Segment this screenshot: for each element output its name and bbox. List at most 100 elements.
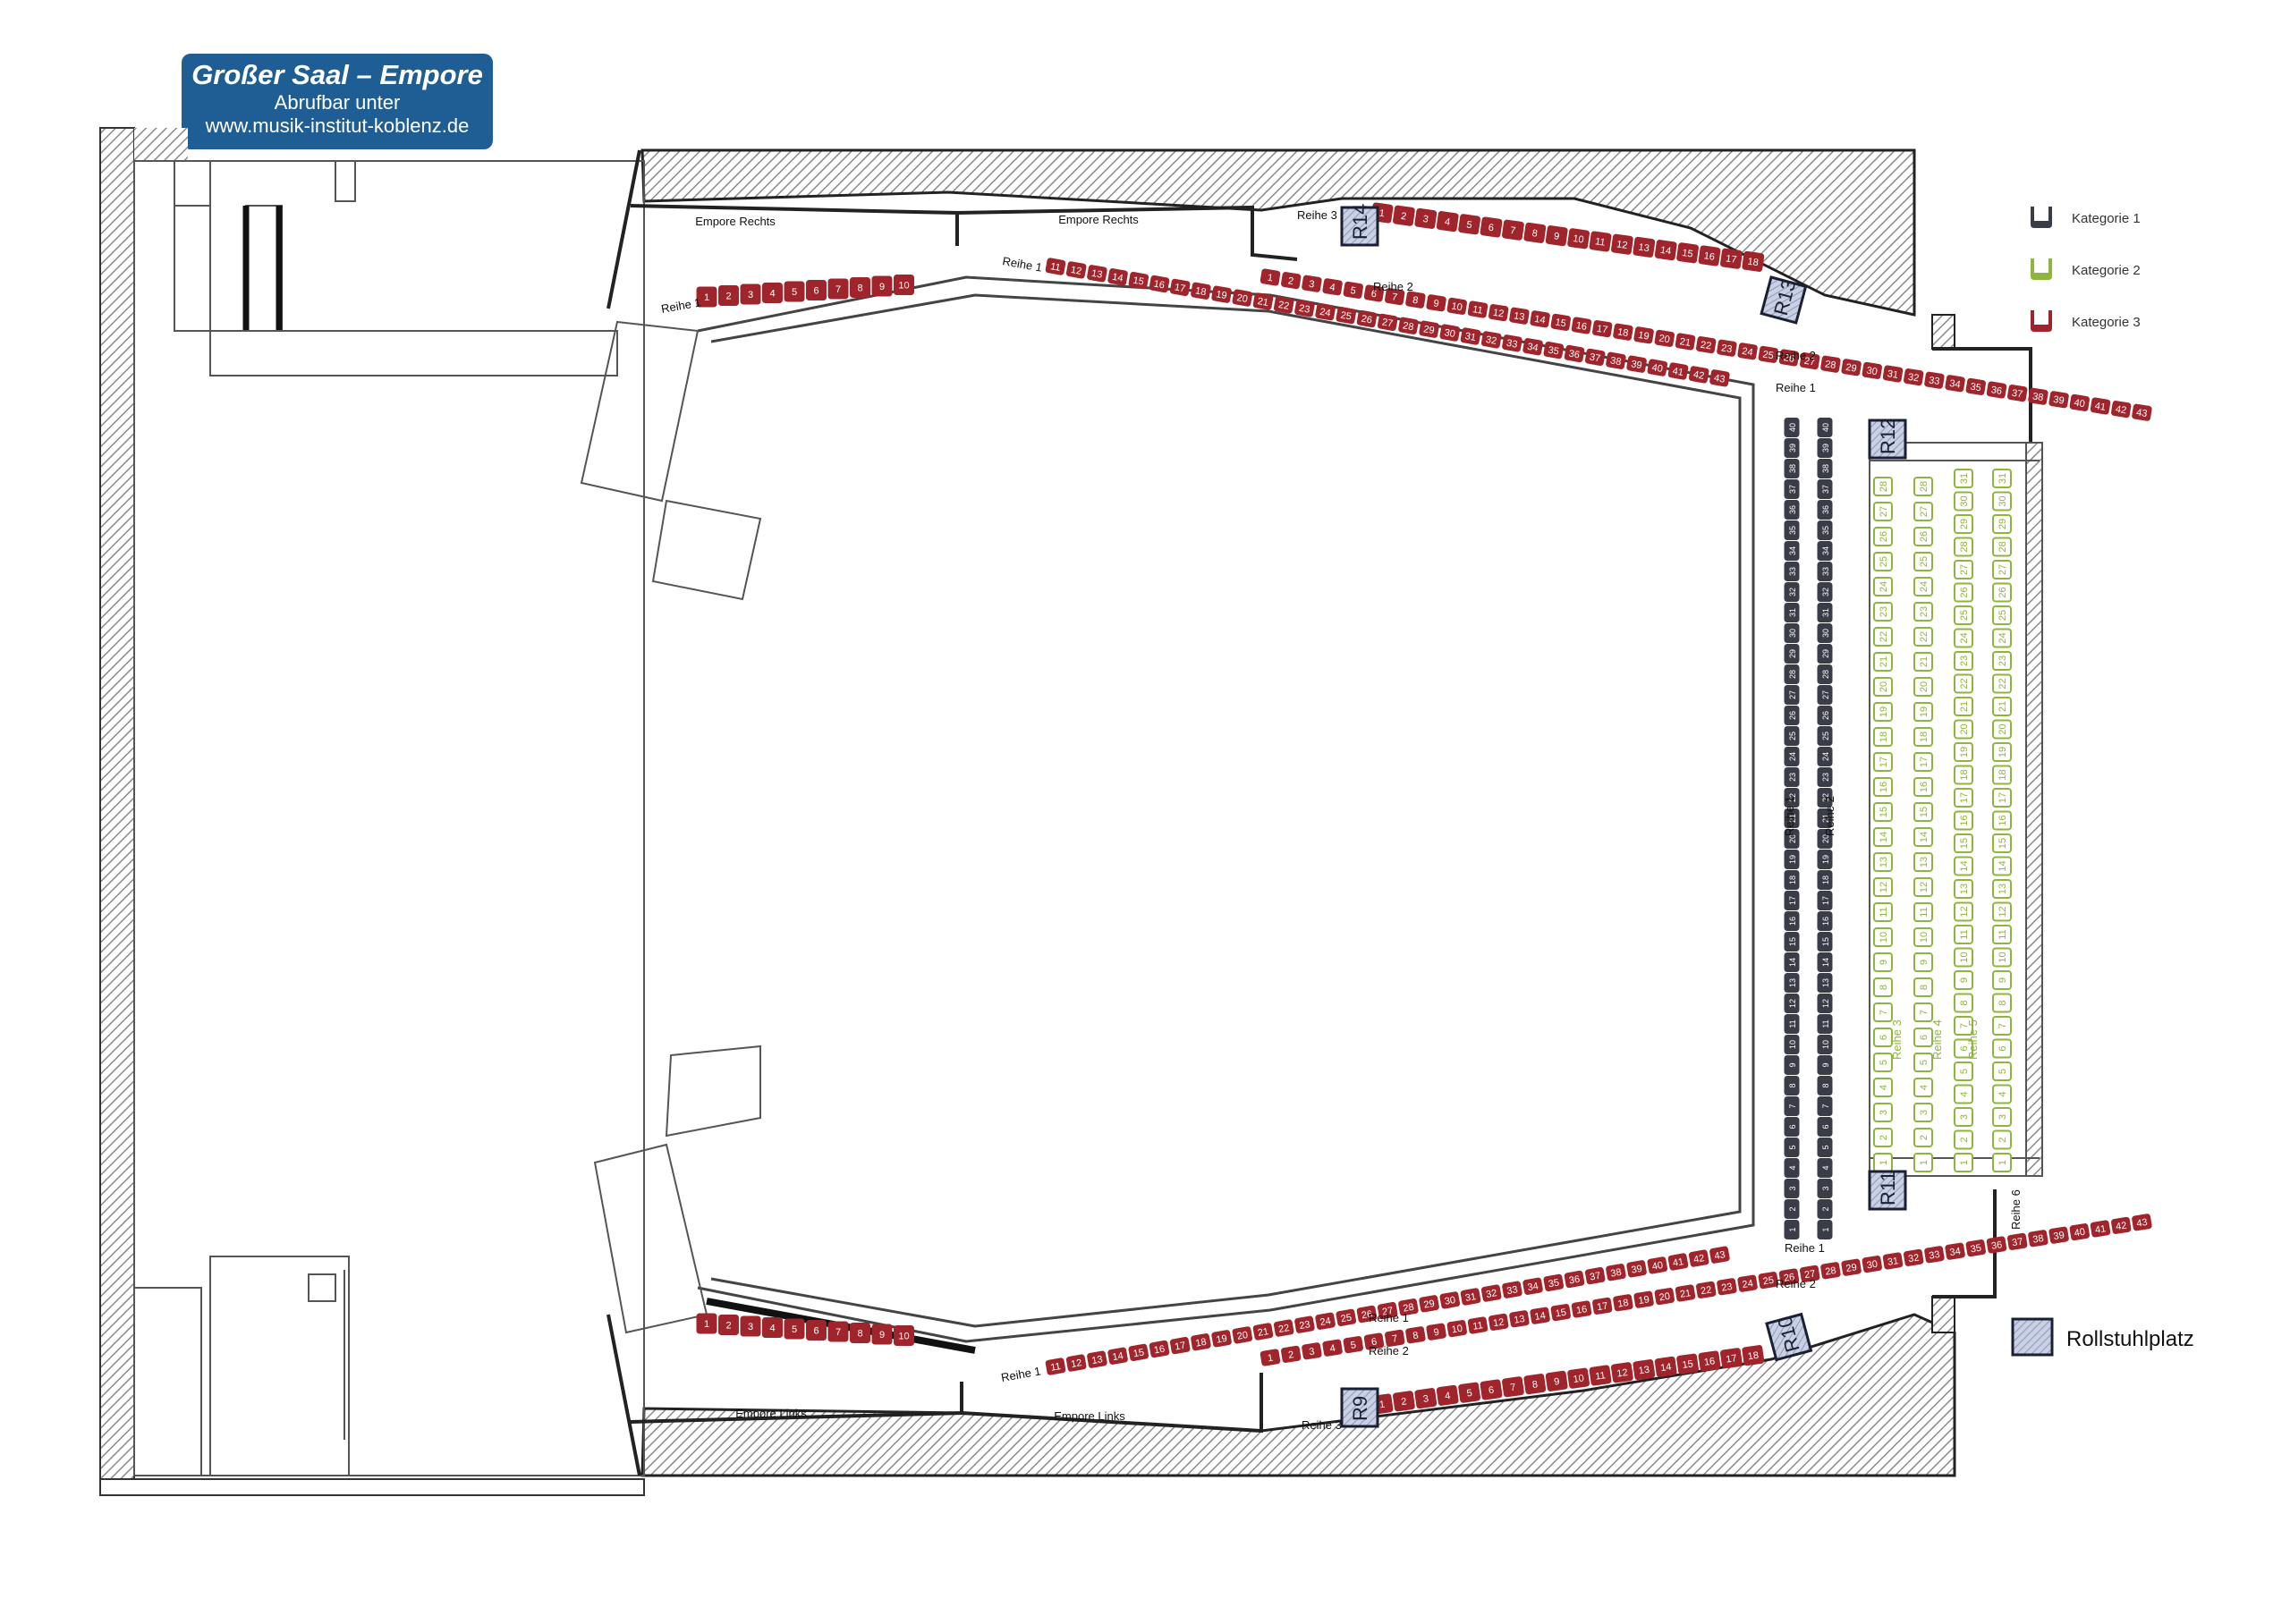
seat[interactable]: 27 <box>1377 1301 1398 1320</box>
seat[interactable]: 32 <box>1480 1284 1502 1302</box>
wheelchair-place-r9[interactable]: R9 <box>1340 1387 1379 1428</box>
seat[interactable]: 30 <box>1862 1256 1882 1273</box>
seat[interactable]: 30 <box>1862 361 1882 379</box>
seat[interactable]: 19 <box>1992 742 2012 762</box>
seat[interactable]: 9 <box>1817 1055 1833 1075</box>
wheelchair-place-r12[interactable]: R12 <box>1868 419 1907 460</box>
seat[interactable]: 23 <box>1913 602 1933 622</box>
seat[interactable]: 6 <box>1913 1028 1933 1047</box>
seat[interactable]: 15 <box>1550 313 1571 331</box>
seat[interactable]: 26 <box>1784 706 1800 725</box>
seat[interactable]: 4 <box>1817 1158 1833 1178</box>
seat[interactable]: 23 <box>1873 602 1893 622</box>
seat[interactable]: 17 <box>1720 1348 1743 1369</box>
seat[interactable]: 32 <box>1784 582 1800 602</box>
seat[interactable]: 43 <box>2132 1214 2152 1231</box>
seat[interactable]: 26 <box>1817 706 1833 725</box>
seat[interactable]: 9 <box>871 1324 893 1345</box>
seat[interactable]: 19 <box>1211 285 1232 303</box>
seat[interactable]: 25 <box>1336 1308 1357 1327</box>
seat[interactable]: 10 <box>1873 927 1893 947</box>
seat[interactable]: 16 <box>1698 1350 1721 1372</box>
seat[interactable]: 27 <box>1913 502 1933 521</box>
seat[interactable]: 18 <box>1613 1294 1633 1312</box>
seat[interactable]: 23 <box>1784 767 1800 787</box>
seat[interactable]: 17 <box>1169 278 1191 297</box>
seat[interactable]: 25 <box>1873 552 1893 571</box>
seat[interactable]: 27 <box>1377 313 1398 332</box>
seat[interactable]: 32 <box>1817 582 1833 602</box>
seat[interactable]: 31 <box>1882 1252 1904 1270</box>
seat[interactable]: 36 <box>1817 500 1833 520</box>
seat[interactable]: 18 <box>1992 765 2012 785</box>
seat[interactable]: 12 <box>1065 1354 1087 1372</box>
seat[interactable]: 43 <box>2132 403 2152 421</box>
seat[interactable]: 12 <box>1488 1313 1509 1331</box>
seat[interactable]: 22 <box>1954 673 1973 694</box>
seat[interactable]: 15 <box>1550 1304 1571 1322</box>
seat[interactable]: 24 <box>1817 747 1833 766</box>
seat[interactable]: 13 <box>1817 973 1833 993</box>
seat[interactable]: 7 <box>1954 1016 1973 1036</box>
seat[interactable]: 1 <box>1260 1349 1281 1366</box>
seat[interactable]: 10 <box>1954 947 1973 968</box>
seat[interactable]: 1 <box>1873 1153 1893 1172</box>
seat[interactable]: 2 <box>1954 1129 1973 1150</box>
seat[interactable]: 31 <box>1817 603 1833 622</box>
seat[interactable]: 1 <box>1784 1220 1800 1239</box>
seat[interactable]: 34 <box>1945 1242 1965 1260</box>
seat[interactable]: 11 <box>1045 258 1066 275</box>
seat[interactable]: 41 <box>2090 1220 2111 1238</box>
seat[interactable]: 7 <box>1502 1376 1524 1398</box>
seat[interactable]: 32 <box>1904 1248 1924 1266</box>
seat[interactable]: 24 <box>1737 1274 1758 1292</box>
seat[interactable]: 6 <box>1873 1028 1893 1047</box>
seat[interactable]: 12 <box>1488 304 1509 322</box>
seat[interactable]: 12 <box>1873 877 1893 897</box>
seat[interactable]: 24 <box>1873 577 1893 596</box>
seat[interactable]: 14 <box>1873 827 1893 847</box>
seat[interactable]: 35 <box>1965 377 1986 395</box>
seat[interactable]: 17 <box>1169 1336 1191 1355</box>
seat[interactable]: 13 <box>1992 879 2012 899</box>
seat[interactable]: 12 <box>1913 877 1933 897</box>
seat[interactable]: 25 <box>1758 345 1778 363</box>
seat[interactable]: 14 <box>1107 268 1128 286</box>
seat[interactable]: 26 <box>1873 527 1893 546</box>
seat[interactable]: 11 <box>1467 300 1488 318</box>
seat[interactable]: 9 <box>871 275 893 297</box>
seat[interactable]: 8 <box>1523 1374 1547 1395</box>
seat[interactable]: 12 <box>1784 994 1800 1013</box>
seat[interactable]: 25 <box>1758 1272 1778 1290</box>
seat[interactable]: 9 <box>1784 1055 1800 1075</box>
seat[interactable]: 2 <box>1992 1129 2012 1150</box>
seat[interactable]: 5 <box>1817 1138 1833 1157</box>
seat[interactable]: 5 <box>1343 1336 1363 1354</box>
seat[interactable]: 14 <box>1654 240 1677 261</box>
seat[interactable]: 10 <box>1567 228 1590 250</box>
seat[interactable]: 7 <box>1817 1096 1833 1116</box>
seat[interactable]: 15 <box>1913 802 1933 822</box>
seat[interactable]: 10 <box>1567 1367 1590 1389</box>
seat[interactable]: 40 <box>1817 418 1833 437</box>
seat[interactable]: 4 <box>762 283 783 303</box>
seat[interactable]: 10 <box>1817 1035 1833 1054</box>
seat[interactable]: 9 <box>1426 1323 1446 1341</box>
seat[interactable]: 18 <box>1191 282 1211 300</box>
seat[interactable]: 7 <box>1992 1016 2012 1036</box>
wheelchair-place-r11[interactable]: R11 <box>1868 1170 1907 1211</box>
seat[interactable]: 19 <box>1633 326 1654 344</box>
seat[interactable]: 5 <box>1458 1382 1480 1403</box>
seat[interactable]: 33 <box>1924 1246 1945 1264</box>
seat[interactable]: 21 <box>1675 1284 1696 1302</box>
seat[interactable]: 7 <box>1784 1096 1800 1116</box>
seat[interactable]: 11 <box>1467 1316 1488 1334</box>
seat[interactable]: 20 <box>1873 677 1893 697</box>
seat[interactable]: 17 <box>1817 891 1833 910</box>
seat[interactable]: 2 <box>1393 1391 1415 1412</box>
seat[interactable]: 36 <box>1986 381 2007 399</box>
seat[interactable]: 1 <box>1817 1220 1833 1239</box>
seat[interactable]: 18 <box>1913 727 1933 747</box>
seat[interactable]: 6 <box>806 280 827 300</box>
seat[interactable]: 6 <box>1954 1038 1973 1059</box>
